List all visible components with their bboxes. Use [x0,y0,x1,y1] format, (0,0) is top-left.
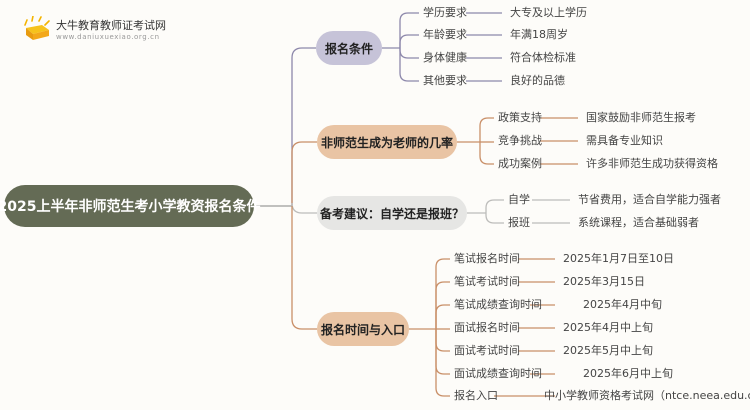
leaf-key: 学历要求 [423,6,467,19]
connector-line [435,281,450,329]
connector-line [291,47,316,206]
leaf-value: 2025年4月中上旬 [563,321,653,334]
leaf-key: 其他要求 [423,74,467,87]
leaf-value: 节省费用，适合自学能力强者 [578,193,721,206]
leaf-key: 竞争挑战 [498,134,542,147]
leaf-value: 中小学教师资格考试网（ntce.neea.edu.cn） [544,389,750,402]
leaf-value: 需具备专业知识 [586,134,663,147]
leaf-value: 良好的品德 [510,74,565,87]
connector-line [485,213,504,224]
leaf-value: 2025年6月中上旬 [583,367,673,380]
leaf-key: 自学 [508,193,530,206]
brand-url: www.daniuxuexiao.org.cn [56,33,160,41]
leaf-value: 大专及以上学历 [510,6,587,19]
leaf-value: 符合体检标准 [510,51,576,64]
leaf-key: 报班 [508,216,530,229]
leaf-value: 年满18周岁 [510,28,568,41]
leaf-key: 笔试成绩查询时间 [454,298,542,311]
branch-prep-advice: 备考建议：自学还是报班？ [317,196,467,230]
leaf-value: 系统课程，适合基础弱者 [578,216,699,229]
connector-line [399,48,419,82]
connector-line [291,141,317,206]
connector-line [435,304,450,329]
connector-line [435,329,450,397]
leaf-value: 2025年3月15日 [563,275,645,288]
branch-registration-conditions: 报名条件 [316,31,382,65]
leaf-value: 2025年4月中旬 [583,298,662,311]
branch-time-entry: 报名时间与入口 [317,312,409,346]
leaf-key: 面试成绩查询时间 [454,367,542,380]
book-icon [24,16,50,40]
leaf-value: 许多非师范生成功获得资格 [586,157,718,170]
connector-line [479,142,494,165]
connector-line [399,34,419,48]
connector-line [435,258,450,329]
root-topic: 2025上半年非师范生考小学教资报名条件 [0,185,260,227]
connector-line [479,117,494,142]
leaf-key: 笔试考试时间 [454,275,520,288]
leaf-key: 笔试报名时间 [454,252,520,265]
leaf-key: 面试考试时间 [454,344,520,357]
leaf-value: 2025年1月7日至10日 [563,252,674,265]
leaf-key: 政策支持 [498,111,542,124]
leaf-key: 报名入口 [454,389,498,402]
leaf-key: 年龄要求 [423,28,467,41]
connector-line [399,12,419,48]
leaf-key: 面试报名时间 [454,321,520,334]
leaf-value: 国家鼓励非师范生报考 [586,111,696,124]
leaf-key: 身体健康 [423,51,467,64]
connector-line [399,48,419,59]
branch-teacher-probability: 非师范生成为老师的几率 [317,125,457,159]
leaf-key: 成功案例 [498,157,542,170]
connector-line [485,199,504,213]
leaf-value: 2025年5月中上旬 [563,344,653,357]
connector-line [291,202,317,214]
connector-line [291,206,317,330]
brand-title: 大牛教育教师证考试网 [56,19,166,32]
connector-line [435,329,450,352]
